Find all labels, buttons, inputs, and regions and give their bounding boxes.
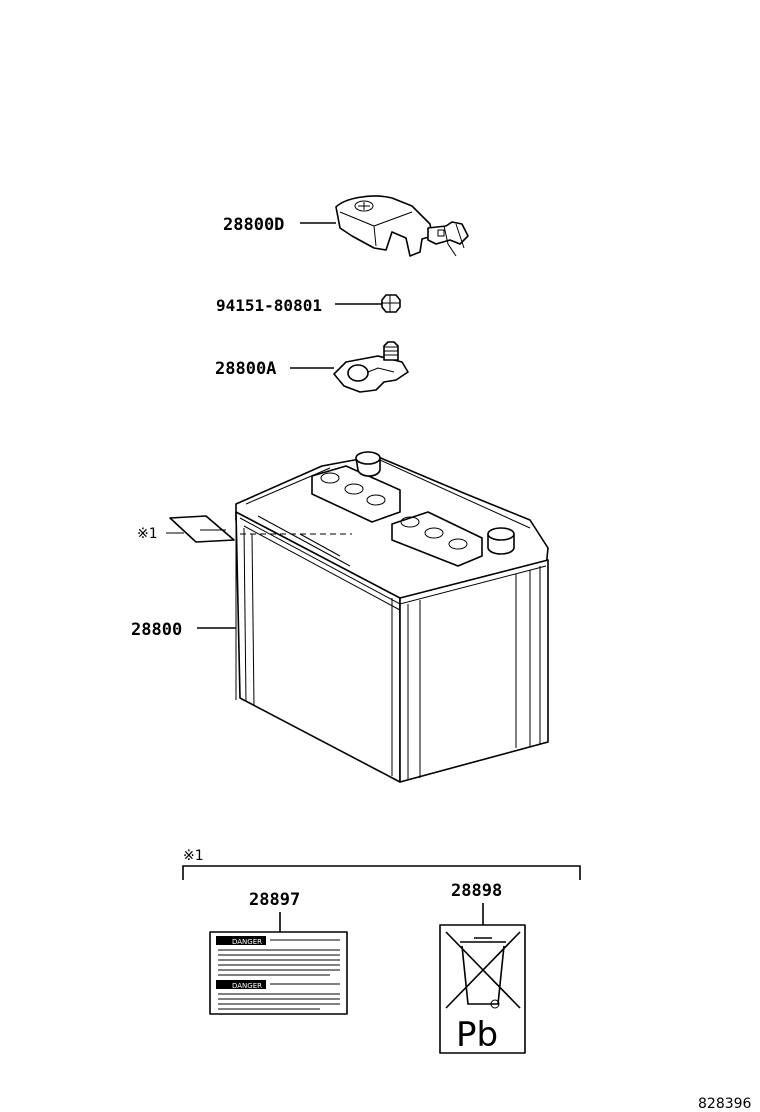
caution-heading-1: DANGER	[232, 938, 262, 946]
group-marker: ※1	[183, 848, 204, 864]
pb-symbol: Pb	[456, 1015, 498, 1055]
label-location-marker	[169, 515, 235, 543]
part-label-recycle-label: 28898	[451, 881, 502, 901]
terminal-cover-illustration	[335, 195, 469, 257]
part-label-caution-label: 28897	[249, 890, 300, 910]
crossed-bin-icon	[445, 931, 521, 1009]
recycle-label-illustration: Pb	[439, 924, 526, 1055]
part-label-nut: 94151-80801	[216, 296, 322, 315]
caution-label-illustration: DANGER DANGER	[209, 931, 348, 1015]
part-label-terminal-cover: 28800D	[223, 215, 284, 235]
terminal-clamp-illustration	[333, 341, 409, 393]
nut-illustration	[381, 294, 401, 313]
part-label-terminal-clamp: 28800A	[215, 359, 276, 379]
group-bracket	[182, 865, 581, 880]
note-marker: ※1	[137, 526, 158, 542]
caution-heading-2: DANGER	[232, 982, 262, 990]
part-label-battery: 28800	[131, 620, 182, 640]
battery-illustration	[235, 451, 549, 783]
diagram-number: 828396	[698, 1096, 752, 1112]
